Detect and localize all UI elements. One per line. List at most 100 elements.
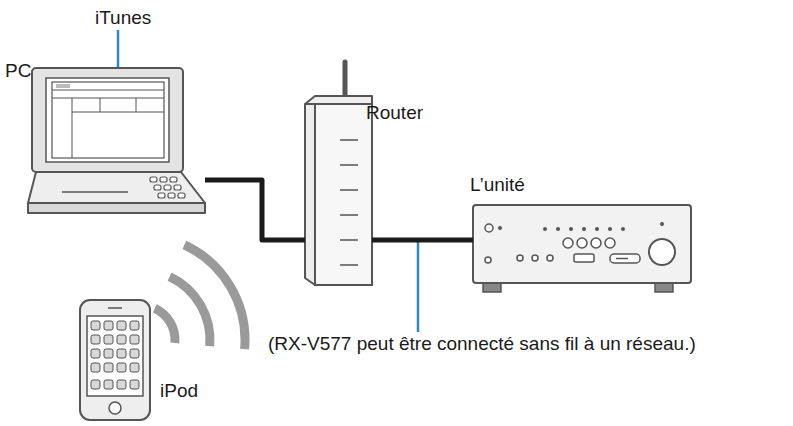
device-label: L’unité xyxy=(470,174,525,196)
leader-line xyxy=(417,240,420,332)
app-icon xyxy=(130,363,139,372)
app-icon xyxy=(104,321,113,330)
network-cable xyxy=(205,180,305,240)
ipod-body xyxy=(80,300,150,420)
app-icon xyxy=(104,363,113,372)
receiver-node: L’unité xyxy=(473,205,691,293)
app-icon xyxy=(117,363,126,372)
key xyxy=(168,193,175,198)
router-illustration xyxy=(305,62,372,285)
app-icon xyxy=(117,349,126,358)
led xyxy=(340,264,358,266)
app-icon xyxy=(130,321,139,330)
software-label: iTunes xyxy=(95,7,151,29)
window-line xyxy=(72,112,164,113)
port xyxy=(610,254,640,263)
laptop-base xyxy=(28,172,205,203)
button xyxy=(556,227,560,231)
window-bar xyxy=(52,90,164,91)
app-icon xyxy=(91,363,100,372)
window-bar xyxy=(52,98,164,99)
button xyxy=(577,238,587,248)
key xyxy=(150,177,157,182)
key xyxy=(178,193,185,198)
ipod-illustration xyxy=(80,300,150,420)
router-node: Router xyxy=(305,60,372,285)
laptop-illustration xyxy=(28,68,205,213)
power-button xyxy=(485,224,493,232)
wireless-waves xyxy=(155,245,245,349)
button xyxy=(532,255,538,261)
wave xyxy=(155,308,175,343)
key xyxy=(164,185,171,190)
device-label: iPod xyxy=(160,380,198,402)
button xyxy=(547,255,553,261)
app-icon xyxy=(91,349,100,358)
button xyxy=(582,227,586,231)
button xyxy=(563,238,573,248)
led xyxy=(340,164,358,166)
device-label: PC xyxy=(5,60,31,82)
indicator xyxy=(498,226,502,230)
wave xyxy=(184,245,245,349)
indicator xyxy=(660,222,664,226)
laptop-detail xyxy=(62,191,128,193)
button xyxy=(569,227,573,231)
port-detail xyxy=(616,258,628,260)
button xyxy=(605,238,615,248)
laptop-edge xyxy=(28,203,205,213)
button xyxy=(543,227,547,231)
router-leds xyxy=(340,140,358,265)
app-icon xyxy=(91,321,100,330)
led xyxy=(340,239,358,241)
button-grid xyxy=(485,238,675,265)
receiver-body xyxy=(473,205,691,283)
key xyxy=(154,185,161,190)
button xyxy=(621,227,625,231)
router-side xyxy=(305,96,372,285)
note-text: (RX-V577 peut être connecté sans fil à u… xyxy=(268,333,696,355)
window-icon xyxy=(56,84,70,88)
jack xyxy=(485,257,491,263)
button xyxy=(608,227,612,231)
app-icon xyxy=(117,380,126,389)
laptop-lid xyxy=(32,68,183,172)
button xyxy=(517,255,523,261)
button-row xyxy=(543,227,625,231)
ipod-node: iPod xyxy=(80,300,150,420)
keypad xyxy=(150,177,185,198)
device-label: Router xyxy=(366,102,423,124)
key xyxy=(160,177,167,182)
app-icon xyxy=(91,380,100,389)
button xyxy=(595,227,599,231)
button xyxy=(591,238,601,248)
app-icon xyxy=(91,335,100,344)
receiver-illustration xyxy=(473,205,691,292)
wave xyxy=(170,277,210,347)
app-icon xyxy=(130,349,139,358)
computer-node: PC xyxy=(28,68,205,215)
app-icon xyxy=(130,335,139,344)
volume-knob xyxy=(649,239,675,265)
app-window xyxy=(52,82,164,158)
home-button xyxy=(109,402,121,414)
network-cable xyxy=(372,240,473,241)
led xyxy=(340,189,358,191)
app-icon xyxy=(117,335,126,344)
app-icons xyxy=(91,321,139,389)
led xyxy=(340,214,358,216)
app-icon xyxy=(104,335,113,344)
cable-line xyxy=(205,180,305,240)
ipod-screen xyxy=(87,316,143,396)
display xyxy=(574,254,594,262)
key xyxy=(174,185,181,190)
window-line xyxy=(72,98,73,158)
key xyxy=(158,193,165,198)
speaker xyxy=(108,307,122,309)
key xyxy=(170,177,177,182)
window-line xyxy=(136,98,137,112)
app-icon xyxy=(104,349,113,358)
cable-line xyxy=(372,238,473,243)
